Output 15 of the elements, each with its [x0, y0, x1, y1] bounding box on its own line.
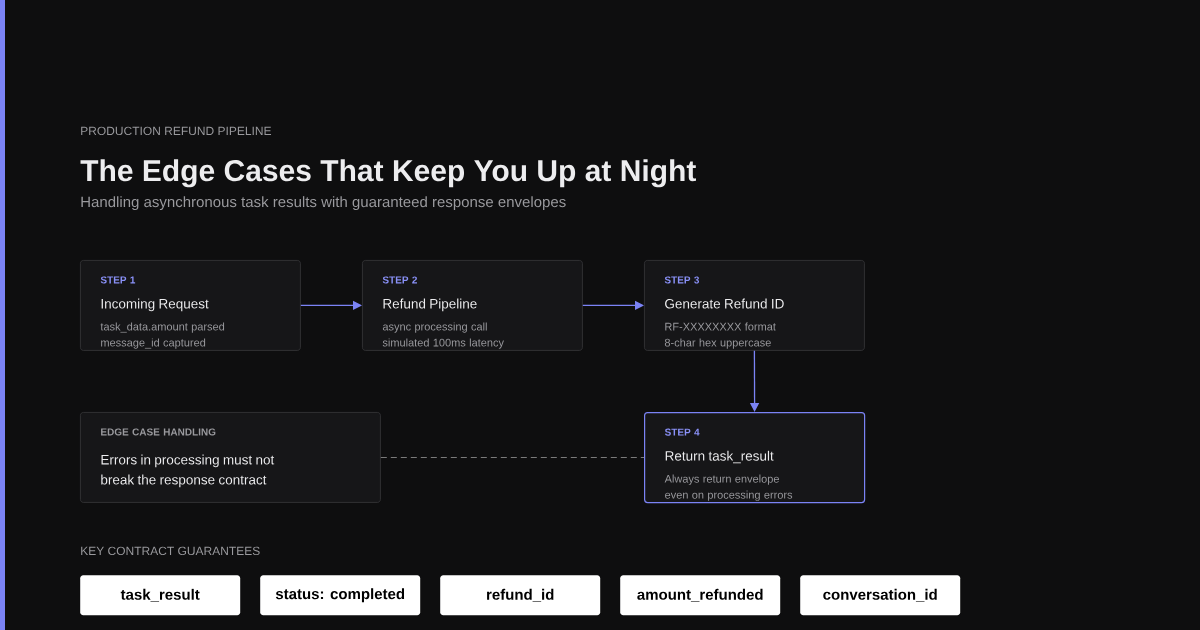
section-heading: KEY CONTRACT GUARANTEES: [81, 546, 260, 556]
guarantee-pill: conversation_id: [800, 575, 961, 616]
dashed-connector: [380, 456, 645, 459]
step-card: STEP 4 Return task_result Always return envelope even on processing errors: [644, 412, 866, 504]
guarantee-pill: refund_id: [440, 575, 601, 616]
step-card: STEP 2 Refund Pipeline async processing call simulated 100ms latency: [362, 260, 583, 351]
section-heading: PRODUCTION REFUND PIPELINE: [81, 126, 271, 136]
step-card: EDGE CASE HANDLING Errors in processing must not break the response contract: [80, 412, 381, 503]
title: The Edge Cases That Keep You Up at Night: [80, 159, 696, 188]
step-card: STEP 1 Incoming Request task_data.amount parsed message_id captured: [80, 260, 301, 351]
guarantee-pill: status: completed: [260, 575, 421, 616]
guarantee-pill: amount_refunded: [620, 575, 781, 616]
step-card: STEP 3 Generate Refund ID RF-XXXXXXXX format 8-char hex uppercase: [644, 260, 865, 351]
subtitle: Handling asynchronous task results with guaranteed response envelopes: [81, 196, 566, 211]
guarantee-pill: task_result: [80, 575, 241, 616]
